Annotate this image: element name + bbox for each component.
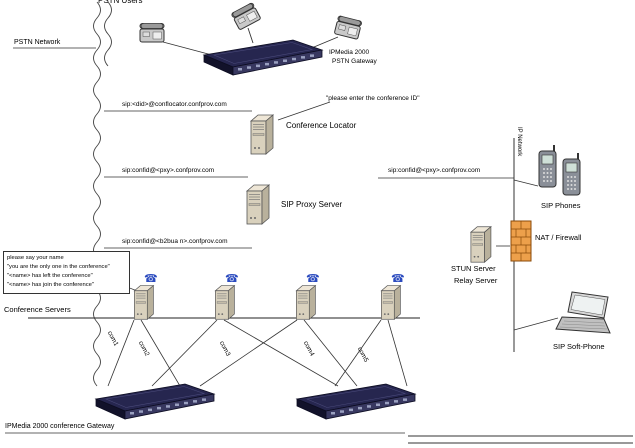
nat-firewall-label: NAT / Firewall [535,233,582,242]
conference-id-prompt: "please enter the conference ID" [326,95,420,102]
pstn-gateway-role: PSTN Gateway [332,58,377,65]
ip-network-label: IP Network [516,127,522,157]
pstn-wavy-line-short [104,1,112,67]
conference-servers-label: Conference Servers [4,305,71,314]
backbone-softphone-link [513,317,559,331]
conference-gateway-label: IPMedia 2000 conference Gateway [5,423,115,430]
announcement-line: please say your name [7,255,64,261]
conference-locator-icon [250,114,274,155]
conference-server-icon [133,285,154,320]
server-handset-icon: ☎ [306,273,320,285]
conference-server-icon [380,285,401,320]
announcement-line: "<name> has join the conference" [7,281,94,288]
pstn-wavy-line [93,1,101,387]
server-handset-icon: ☎ [391,273,405,285]
backbone-phones-link [513,179,539,187]
sip-proxy-label: SIP Proxy Server [281,200,343,209]
softphone-laptop-icon [555,291,611,334]
pstn-gateway-name: IPMedia 2000 [329,49,370,56]
sip-phones-label: SIP Phones [541,201,581,210]
relay-server-label: Relay Server [454,276,498,285]
prompt-link [277,101,331,121]
conference-locator-label: Conference Locator [286,121,357,130]
firewall-icon [510,220,532,262]
sip-phone-icon [538,144,557,188]
announcement-box: please say your name "you are the only o… [3,251,130,294]
stun-server-icon [470,226,492,263]
pstn-users-label: PSTN Users [98,0,143,5]
locator-uri: sip:<did>@conflocator.confprov.com [122,101,227,108]
announcement-line: "<name> has left the conference" [7,272,93,279]
server-handset-icon: ☎ [144,273,158,285]
b2bua-uri: sip:confid@<b2bua n>.confprov.com [122,238,228,245]
conference-gateway-icon [95,383,215,420]
server-handset-icon: ☎ [225,273,239,285]
announcement-line: "you are the only one in the conference" [7,263,110,270]
pstn-phone-icon [139,22,165,43]
pstn-gateway-icon [203,39,323,76]
right-proxy-uri: sip:confid@<pxy>.confprov.com [388,167,481,174]
sip-softphone-label: SIP Soft-Phone [553,342,605,351]
proxy-uri: sip:confid@<pxy>.confprov.com [122,167,215,174]
trunk-lines [107,319,408,387]
pstn-network-label: PSTN Network [14,39,61,46]
sip-proxy-icon [246,184,270,225]
conference-server-icon [295,285,316,320]
sip-phone-icon [562,152,581,196]
conference-gateway-icon [296,383,416,420]
conference-server-icon [214,285,235,320]
stun-server-label: STUN Server [451,264,496,273]
